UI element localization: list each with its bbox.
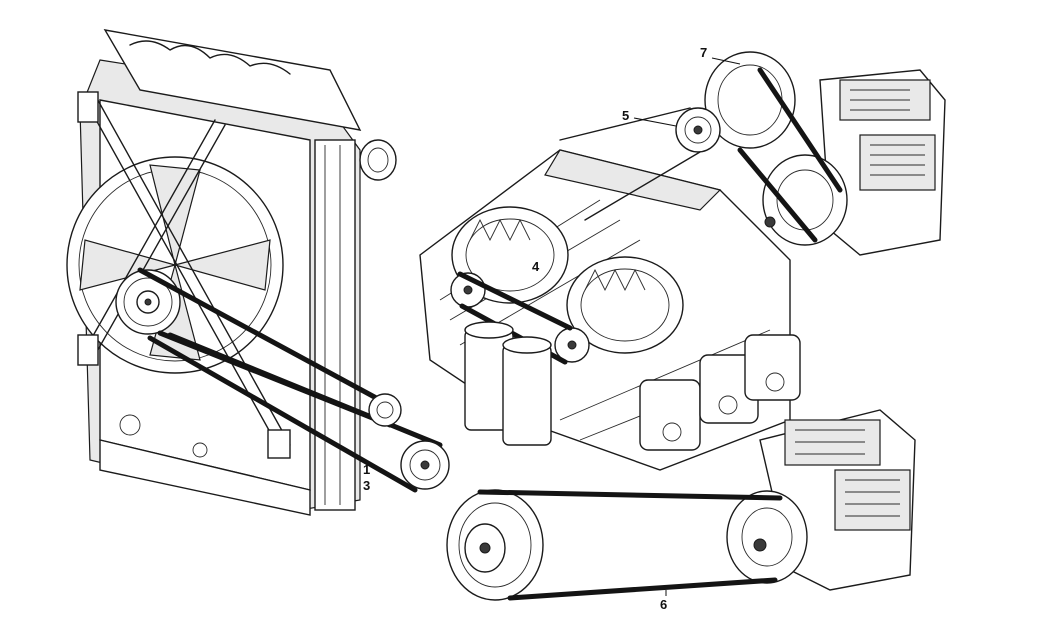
pulley-5 bbox=[675, 107, 721, 153]
callout-7: 7 bbox=[700, 45, 741, 65]
callout-4: 4 bbox=[532, 259, 540, 274]
compressor-upper bbox=[819, 69, 946, 256]
callout-5-label: 5 bbox=[622, 108, 629, 123]
callout-1: 1 bbox=[363, 462, 370, 477]
compressor-upper-clutch-bottom bbox=[762, 154, 848, 246]
idler-pulley-small bbox=[368, 393, 402, 427]
belt-7 bbox=[737, 67, 843, 243]
crank-main-pulley bbox=[446, 489, 544, 601]
crank-front-pulley bbox=[400, 440, 450, 490]
callout-7-label: 7 bbox=[700, 45, 707, 60]
fan-pulley bbox=[115, 269, 181, 335]
callout-6: 6 bbox=[660, 590, 667, 612]
alternator-lower bbox=[554, 256, 684, 363]
compressor-lower-pulley bbox=[726, 490, 808, 584]
callout-4-label: 4 bbox=[532, 259, 540, 274]
callout-1-label: 1 bbox=[363, 462, 370, 477]
belt-6 bbox=[477, 489, 783, 601]
callout-3-label: 3 bbox=[363, 478, 370, 493]
callout-6-label: 6 bbox=[660, 597, 667, 612]
belt-3 bbox=[147, 332, 443, 493]
belt-5 bbox=[559, 107, 701, 221]
radiator bbox=[66, 29, 397, 516]
callout-5: 5 bbox=[622, 108, 677, 127]
callout-3: 3 bbox=[363, 478, 370, 493]
oil-filters bbox=[464, 321, 552, 446]
compressor-upper-clutch-top bbox=[704, 51, 796, 149]
